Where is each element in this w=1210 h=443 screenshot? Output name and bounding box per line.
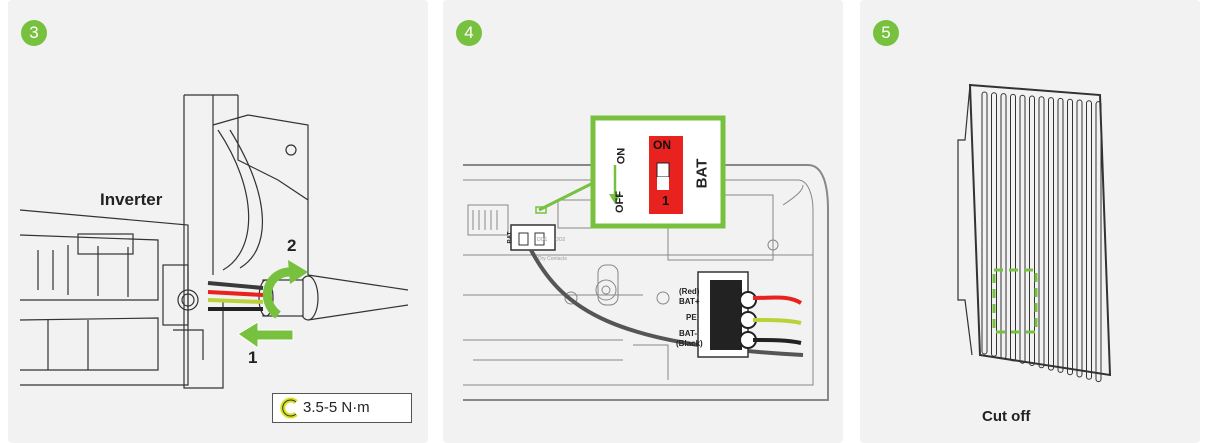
- grille-slat: [1077, 100, 1082, 377]
- bat-connector-tag: BAT: [506, 232, 515, 244]
- torque-spec-box: 3.5-5 N·m: [272, 393, 412, 423]
- grille-slat: [1049, 98, 1054, 371]
- grille-slat: [1058, 98, 1063, 372]
- grille-slat: [1011, 94, 1016, 361]
- grille-slat: [1020, 95, 1025, 363]
- dry-contacts-text: Dry Contacts: [538, 255, 567, 264]
- red-wire-label: (Red): [679, 287, 699, 296]
- grille-slat: [1039, 97, 1044, 368]
- switch-position-marking: 1: [662, 193, 669, 208]
- grille-slat: [982, 92, 987, 354]
- bat-minus-label: BAT-: [679, 329, 697, 338]
- inverter-cable-illustration: [8, 0, 428, 443]
- switch-on-label: ON: [615, 148, 627, 165]
- switch-off-label: OFF: [614, 191, 626, 213]
- cover-cut-off-illustration: [860, 0, 1200, 443]
- step-one-label: 1: [248, 348, 257, 368]
- torque-value: 3.5-5 N·m: [303, 394, 370, 422]
- grille-slat: [1096, 102, 1101, 382]
- pe-label: PE: [686, 313, 697, 322]
- black-wire-label: (Black): [676, 339, 703, 348]
- grille-slat: [1030, 96, 1035, 366]
- cut-off-caption: Cut off: [982, 408, 1030, 425]
- step-4-panel: 4: [443, 0, 843, 443]
- inverter-label: Inverter: [100, 190, 162, 210]
- grille-slat: [1068, 99, 1073, 375]
- cover-slats: [982, 92, 1101, 382]
- do1-text: DO1: [537, 236, 547, 245]
- step-5-panel: 5 Cut off: [860, 0, 1200, 443]
- battery-connection-illustration: [443, 0, 843, 443]
- step-two-label: 2: [287, 236, 296, 256]
- grille-slat: [1001, 94, 1006, 359]
- torque-wrench-icon: [279, 397, 301, 419]
- grille-slat: [1087, 101, 1092, 380]
- switch-on-marking: ON: [653, 138, 671, 152]
- bat-plus-label: BAT+: [679, 297, 700, 306]
- do2-text: DO2: [555, 236, 565, 245]
- bat-switch-label: BAT: [693, 159, 710, 189]
- grille-slat: [992, 93, 997, 357]
- step-3-panel: 3: [8, 0, 428, 443]
